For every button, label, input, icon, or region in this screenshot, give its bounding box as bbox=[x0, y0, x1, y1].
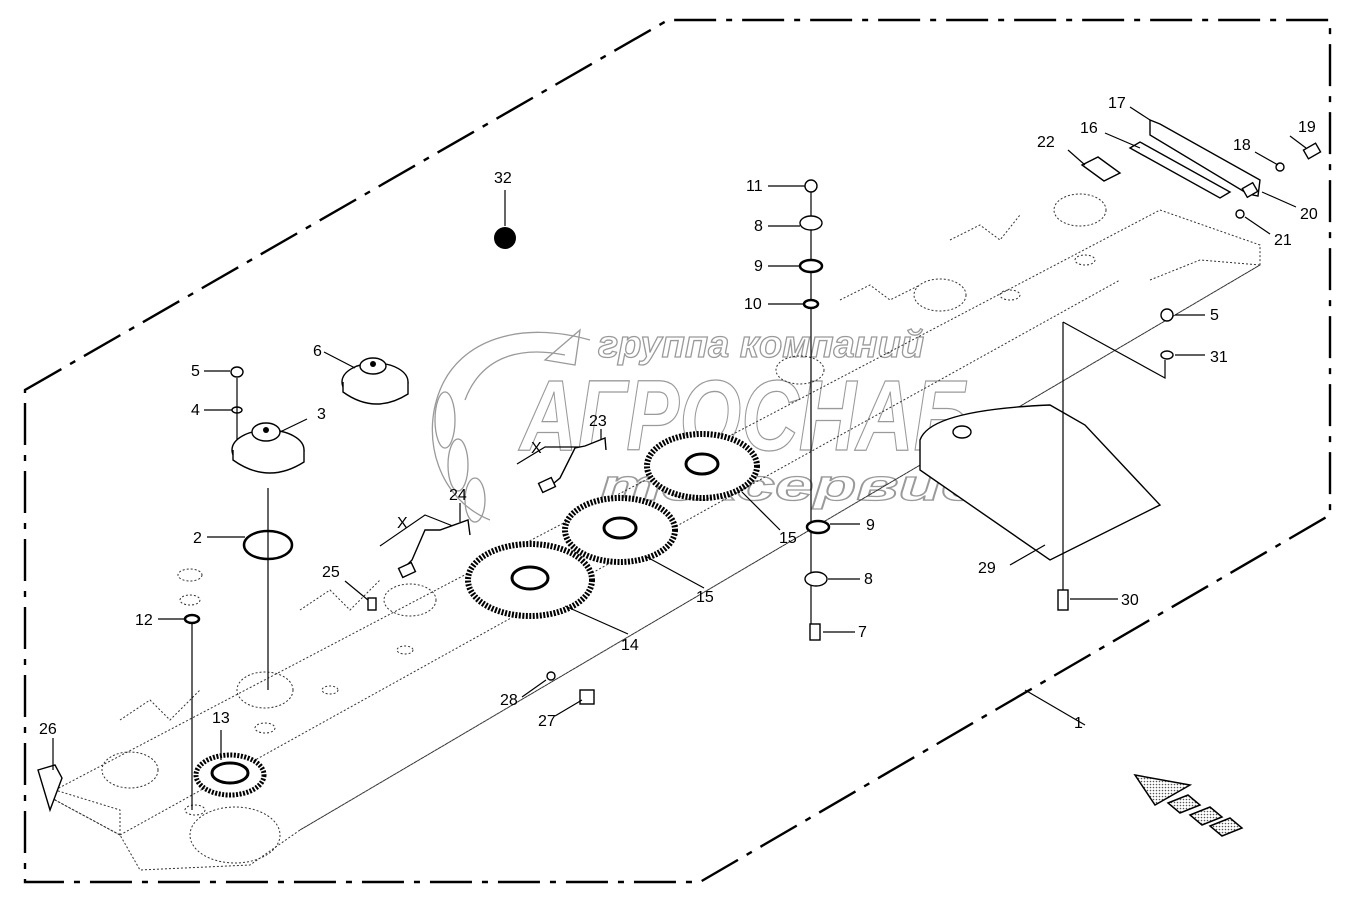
part-31-washer bbox=[1160, 350, 1174, 360]
callout-28: 28 bbox=[500, 692, 518, 709]
watermark-line1: группа компаний bbox=[598, 324, 924, 366]
part-32-marker bbox=[494, 227, 516, 249]
part-10-o-ring bbox=[802, 298, 820, 310]
callout-8b: 8 bbox=[864, 571, 873, 588]
callout-15b: 15 bbox=[779, 530, 797, 547]
axis-marker-x-24: X bbox=[397, 515, 408, 532]
part-3-bearing-housing bbox=[231, 422, 305, 474]
callout-9b: 9 bbox=[866, 517, 875, 534]
callout-2: 2 bbox=[193, 530, 202, 547]
axis-marker-x-23: X bbox=[531, 440, 542, 457]
part-17-rail bbox=[1149, 118, 1261, 197]
part-6-bearing-housing bbox=[341, 357, 409, 405]
leader-lines bbox=[52, 106, 1307, 770]
callout-5b: 5 bbox=[1210, 307, 1219, 324]
part-20-fitting bbox=[1241, 181, 1259, 199]
callout-24: 24 bbox=[449, 487, 467, 504]
part-21-washer bbox=[1235, 209, 1245, 219]
callout-15a: 15 bbox=[696, 589, 714, 606]
part-29-guard-plate bbox=[919, 404, 1162, 561]
part-28-washer bbox=[546, 671, 556, 681]
callout-6: 6 bbox=[313, 343, 322, 360]
callout-14: 14 bbox=[621, 637, 639, 654]
part-8-seal-lower bbox=[804, 571, 828, 587]
part-5-nut-right bbox=[1160, 308, 1174, 322]
callout-22: 22 bbox=[1037, 134, 1055, 151]
callout-32: 32 bbox=[494, 170, 512, 187]
part-11-nut bbox=[804, 179, 818, 193]
callout-20: 20 bbox=[1300, 206, 1318, 223]
callout-23: 23 bbox=[589, 413, 607, 430]
assembly-boundary-frame bbox=[23, 18, 1332, 884]
callout-13: 13 bbox=[212, 710, 230, 727]
callout-7: 7 bbox=[858, 624, 867, 641]
part-14-gear bbox=[465, 541, 595, 619]
callout-31: 31 bbox=[1210, 349, 1228, 366]
callout-12: 12 bbox=[135, 612, 153, 629]
watermark-wheat-logo bbox=[431, 328, 591, 523]
part-16-strip bbox=[1128, 141, 1232, 199]
callout-21: 21 bbox=[1274, 232, 1292, 249]
travel-direction-arrow bbox=[1133, 773, 1244, 837]
part-25-pin bbox=[367, 597, 377, 611]
callout-27: 27 bbox=[538, 713, 556, 730]
callout-18: 18 bbox=[1233, 137, 1251, 154]
part-24-spring: X bbox=[379, 514, 471, 579]
callout-25: 25 bbox=[322, 564, 340, 581]
part-26-tab bbox=[37, 764, 63, 813]
callout-8a: 8 bbox=[754, 218, 763, 235]
part-30-bolt bbox=[1057, 589, 1069, 611]
callout-19: 19 bbox=[1298, 119, 1316, 136]
part-9-o-ring-upper bbox=[798, 258, 824, 274]
part-15-gear-upper bbox=[644, 431, 760, 501]
part-19-bolt bbox=[1302, 142, 1322, 160]
callout-labels: 1 2 3 4 5 5 6 7 8 8 9 9 10 11 12 13 14 1… bbox=[39, 95, 1318, 738]
callout-17: 17 bbox=[1108, 95, 1126, 112]
callout-3: 3 bbox=[317, 406, 326, 423]
callout-9a: 9 bbox=[754, 258, 763, 275]
callout-4: 4 bbox=[191, 402, 200, 419]
part-12-o-ring bbox=[183, 613, 201, 625]
callout-30: 30 bbox=[1121, 592, 1139, 609]
part-15-gear-lower bbox=[562, 495, 678, 565]
part-27-plug bbox=[579, 689, 595, 705]
callout-10: 10 bbox=[744, 296, 762, 313]
part-13-gear bbox=[193, 752, 267, 798]
part-7-bolt bbox=[809, 623, 821, 641]
callout-16: 16 bbox=[1080, 120, 1098, 137]
part-8-seal-upper bbox=[799, 215, 823, 231]
callout-26: 26 bbox=[39, 721, 57, 738]
callout-29: 29 bbox=[978, 560, 996, 577]
part-5-nut bbox=[230, 366, 244, 378]
part-23-spring: X bbox=[516, 436, 607, 494]
callout-11: 11 bbox=[746, 178, 763, 195]
callout-1: 1 bbox=[1074, 715, 1083, 732]
part-9-o-ring-lower bbox=[805, 519, 831, 535]
part-22-clip bbox=[1080, 156, 1122, 182]
callout-5a: 5 bbox=[191, 363, 200, 380]
cutter-bar-housing bbox=[54, 193, 1261, 871]
